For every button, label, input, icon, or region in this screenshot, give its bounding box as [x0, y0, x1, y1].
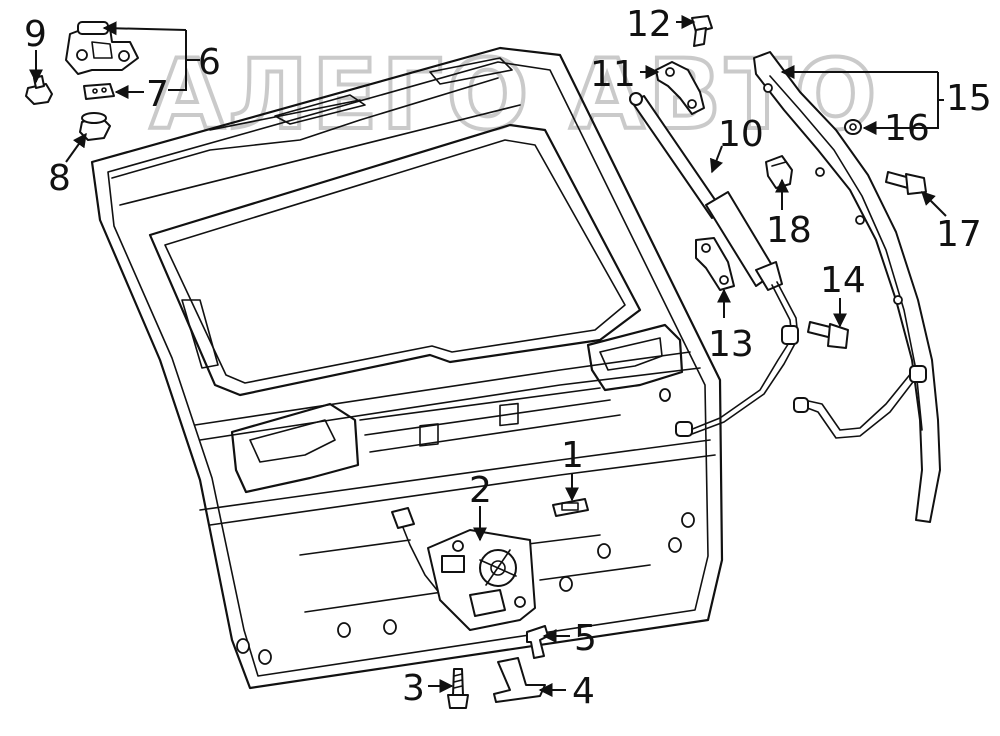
part-11-bracket — [655, 61, 705, 115]
part-1-clip — [552, 498, 589, 517]
part-13-bracket — [695, 237, 735, 291]
part-14-bolt — [807, 321, 849, 349]
callout-2: 2 — [469, 470, 492, 511]
part-15-side-rail — [753, 51, 941, 523]
callout-3: 3 — [402, 668, 425, 709]
part-4-bracket — [493, 657, 546, 703]
part-10-gas-strut — [629, 92, 783, 291]
part-2-latch-actuator — [391, 507, 536, 631]
callout-13: 13 — [708, 324, 754, 365]
part-8-nut — [79, 112, 111, 141]
callout-18: 18 — [766, 210, 812, 251]
part-10-cable — [675, 281, 799, 437]
callout-numbers: 1 2 3 4 5 6 7 8 9 10 11 12 13 14 15 16 1… — [24, 4, 992, 712]
part-12-bolt — [691, 15, 713, 47]
callout-8: 8 — [48, 158, 71, 199]
part-9-bolt — [25, 75, 53, 105]
callout-5: 5 — [574, 618, 597, 659]
callout-11: 11 — [590, 54, 636, 95]
part-3-bolt — [447, 668, 469, 709]
callout-14: 14 — [820, 260, 866, 301]
callout-7: 7 — [146, 74, 169, 115]
callout-4: 4 — [572, 671, 595, 712]
callout-10: 10 — [718, 114, 764, 155]
callout-1: 1 — [561, 435, 584, 476]
callout-15: 15 — [946, 78, 992, 119]
part-16-grommet — [844, 119, 862, 135]
part-18-clip — [765, 155, 793, 189]
part-6-hinge — [65, 21, 139, 75]
callout-9: 9 — [24, 14, 47, 55]
leader-lines — [29, 15, 947, 697]
part-7-gasket — [83, 83, 115, 100]
callout-6: 6 — [198, 42, 221, 83]
callout-17: 17 — [936, 214, 982, 255]
part-17-bolt — [885, 171, 927, 195]
callout-16: 16 — [884, 108, 930, 149]
part-5-striker — [526, 625, 549, 659]
liftgate-panel — [90, 46, 724, 690]
callout-12: 12 — [626, 4, 672, 45]
part-15-cable — [793, 365, 927, 439]
